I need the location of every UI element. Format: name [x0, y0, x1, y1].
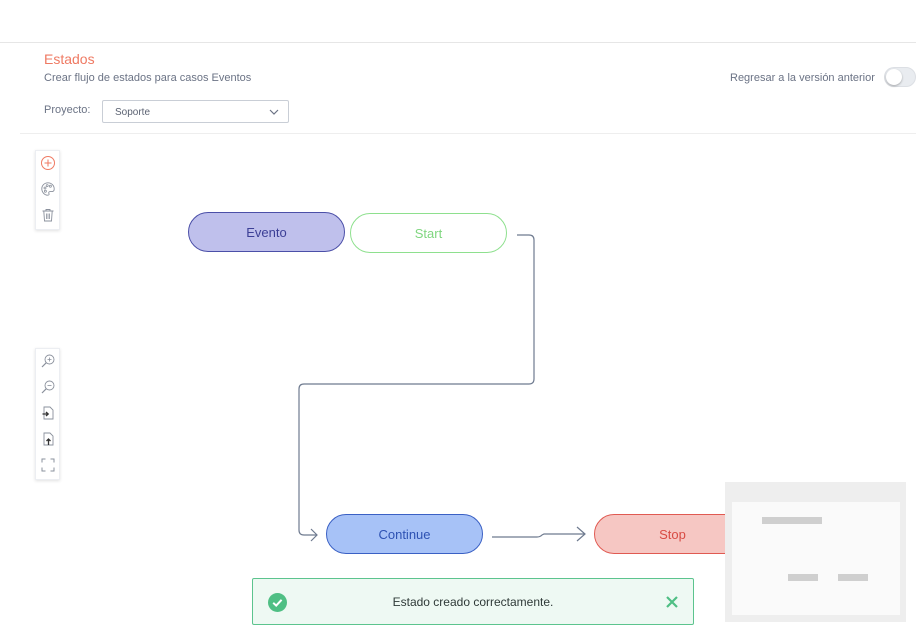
fullscreen-button[interactable] — [36, 453, 60, 477]
page-title: Estados — [44, 51, 95, 67]
top-bar — [0, 0, 916, 43]
legacy-version-label: Regresar a la versión anterior — [730, 72, 875, 84]
edge-arrowhead — [310, 528, 318, 542]
zoom-out-button[interactable] — [36, 375, 60, 399]
edit-toolbox — [35, 150, 60, 230]
edge-arrowhead — [576, 526, 586, 542]
close-icon[interactable] — [665, 595, 679, 609]
palette-icon — [41, 182, 55, 196]
color-button[interactable] — [36, 177, 60, 201]
add-state-button[interactable] — [36, 151, 60, 175]
export-button[interactable] — [36, 427, 60, 451]
import-button[interactable] — [36, 401, 60, 425]
chevron-down-icon — [269, 109, 279, 115]
minimap-node — [792, 517, 822, 524]
minimap-node — [762, 517, 792, 524]
export-icon — [43, 432, 54, 446]
success-toast: Estado creado correctamente. — [252, 578, 694, 625]
project-label: Proyecto: — [44, 104, 91, 116]
trash-icon — [42, 209, 54, 222]
zoom-out-icon — [41, 380, 55, 394]
import-icon — [42, 406, 54, 420]
minimap-node — [838, 574, 868, 581]
delete-button[interactable] — [36, 203, 60, 227]
node-stop[interactable]: Stop — [594, 514, 751, 554]
project-select[interactable]: Soporte — [102, 100, 289, 123]
check-circle-icon — [268, 593, 287, 612]
zoom-in-button[interactable] — [36, 349, 60, 373]
node-evento[interactable]: Evento — [188, 212, 345, 252]
page-subtitle: Crear flujo de estados para casos Evento… — [44, 72, 252, 84]
project-select-value: Soporte — [115, 107, 151, 118]
fullscreen-icon — [41, 458, 55, 472]
minimap-node — [788, 574, 818, 581]
view-toolbox — [35, 348, 60, 480]
edge-continue-to-stop — [492, 533, 585, 538]
toggle-knob — [886, 69, 902, 85]
minimap-viewport — [732, 502, 900, 615]
edge-start-to-continue — [298, 234, 535, 536]
legacy-version-toggle[interactable] — [884, 67, 916, 87]
node-start[interactable]: Start — [350, 213, 507, 253]
header-divider — [20, 133, 916, 134]
add-circle-icon — [41, 156, 55, 170]
node-continue[interactable]: Continue — [326, 514, 483, 554]
toast-message: Estado creado correctamente. — [392, 595, 554, 609]
zoom-in-icon — [41, 354, 55, 368]
minimap[interactable] — [725, 482, 906, 622]
